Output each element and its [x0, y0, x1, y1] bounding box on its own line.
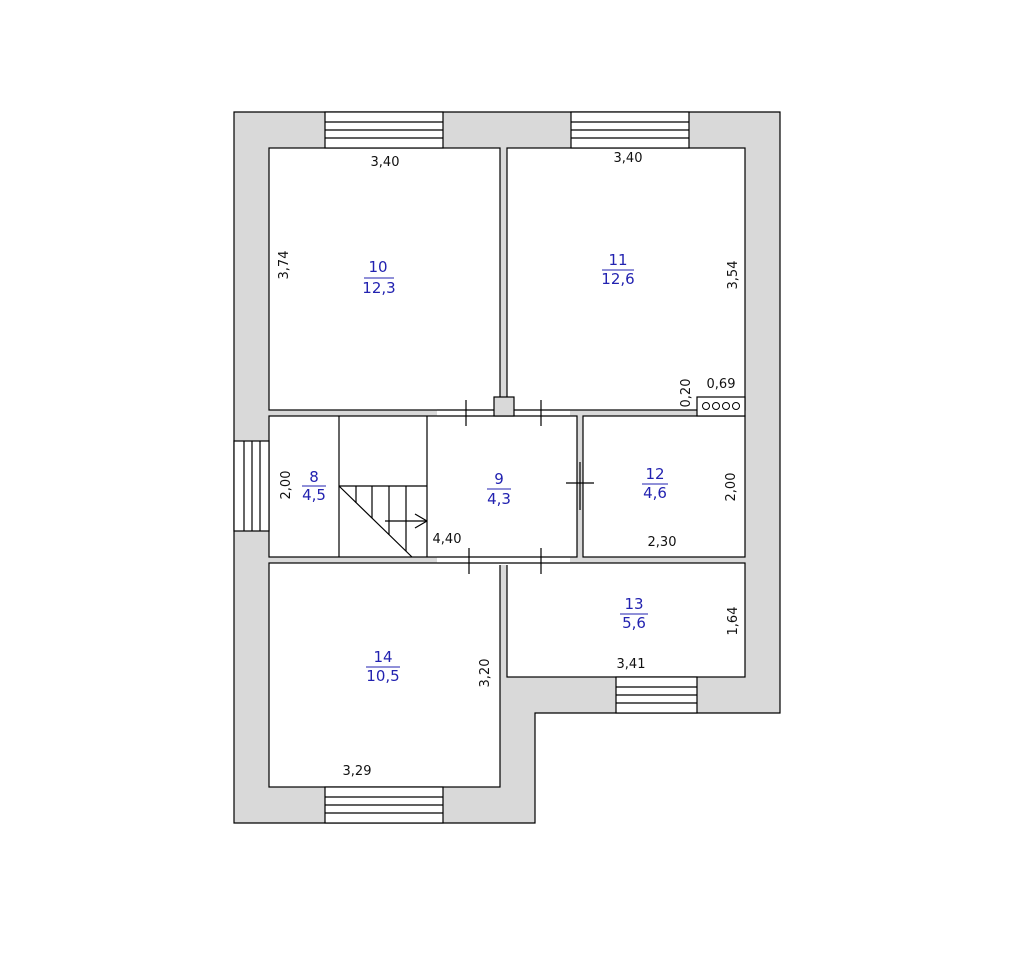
room-14[interactable]	[268, 562, 501, 788]
room-number: 10	[368, 258, 387, 276]
room-10-label: 10 12,3	[362, 258, 395, 297]
dimension-label: 2,00	[724, 473, 739, 502]
window-room10	[324, 111, 444, 149]
room-area: 4,6	[643, 484, 667, 502]
room-number: 12	[645, 465, 664, 483]
dimension-label: 3,40	[371, 155, 400, 170]
room-area: 4,3	[487, 490, 511, 508]
corridor-gap-bottom	[437, 555, 570, 565]
window-room14	[324, 786, 444, 824]
room-11-label: 11 12,6	[601, 251, 634, 288]
room-area: 10,5	[366, 667, 399, 685]
dimension-label: 3,54	[726, 261, 741, 290]
room-area: 4,5	[302, 486, 326, 504]
window-room8	[233, 440, 270, 532]
room-number: 8	[309, 468, 319, 486]
room-11[interactable]	[506, 147, 746, 411]
door-marks	[465, 400, 594, 574]
window-room11	[570, 111, 690, 149]
room-number: 11	[608, 251, 627, 269]
room-13[interactable]	[506, 562, 746, 678]
dimension-label: 1,64	[726, 607, 741, 636]
staircase	[338, 485, 428, 558]
dimension-label: 3,20	[478, 659, 493, 688]
room-12-label: 12 4,6	[642, 465, 668, 502]
dimension-label: 3,29	[343, 764, 372, 779]
dimension-label: 4,40	[433, 532, 462, 547]
dimension-label: 2,00	[279, 471, 294, 500]
room-13-label: 13 5,6	[620, 595, 648, 632]
dimension-label: 0,20	[679, 379, 694, 408]
vent-niche	[696, 396, 746, 417]
room-number: 13	[624, 595, 643, 613]
room-number: 14	[373, 648, 392, 666]
dimension-label: 2,30	[648, 535, 677, 550]
room-number: 9	[494, 470, 504, 488]
dimension-label: 3,41	[617, 657, 646, 672]
room-10[interactable]	[268, 147, 501, 411]
vent-holes	[702, 402, 740, 410]
room-9-label: 9 4,3	[487, 470, 511, 508]
room-area: 12,6	[601, 270, 634, 288]
dimension-label: 0,69	[707, 377, 736, 392]
room-area: 12,3	[362, 279, 395, 297]
room-8-label: 8 4,5	[302, 468, 326, 504]
room-area: 5,6	[622, 614, 646, 632]
room-12[interactable]	[582, 415, 746, 558]
chimney-block	[493, 396, 515, 417]
window-room13	[615, 676, 698, 714]
room-14-label: 14 10,5	[366, 648, 400, 685]
dimension-label: 3,74	[277, 251, 292, 280]
dimension-label: 3,40	[614, 151, 643, 166]
